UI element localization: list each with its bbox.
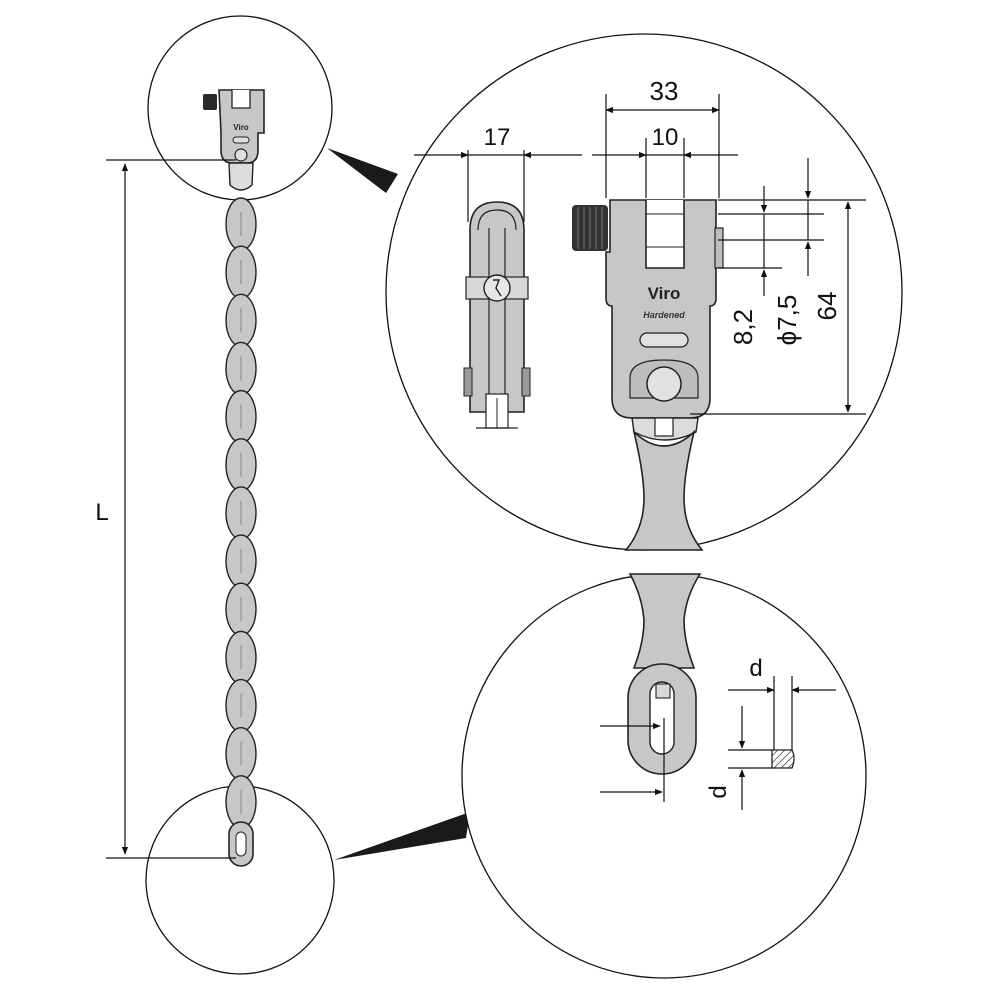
- length-label: L: [95, 499, 108, 526]
- full-chain-view: Viro L: [95, 15, 335, 975]
- connector-side-view: [463, 201, 531, 429]
- hardened-label: Hardened: [643, 310, 685, 320]
- small-end-link: [228, 821, 254, 867]
- bottom-leader-wedge: [334, 812, 470, 860]
- length-dimension: L: [95, 159, 236, 859]
- pin-spacing-label: 8,2: [728, 309, 758, 345]
- slot-10-dimension: 10: [592, 124, 738, 198]
- end-link-detail-view: d d: [461, 573, 867, 979]
- pin-diameter-label: ϕ7,5: [772, 295, 802, 346]
- wire-d-horizontal-label: d: [749, 655, 762, 682]
- height-label: 64: [812, 292, 842, 321]
- side-width-label: 17: [484, 124, 511, 151]
- small-brand-label: Viro: [233, 123, 249, 132]
- small-connector-head: Viro: [203, 89, 265, 191]
- connector-front-view: Viro Hardened: [572, 199, 724, 551]
- wire-cross-section: d d: [705, 655, 836, 810]
- slot-width-label: 10: [652, 124, 679, 151]
- connector-detail-view: 17 Viro Hardened: [385, 33, 903, 551]
- wire-d-vertical-label: d: [705, 785, 732, 798]
- width-33-dimension: 33: [605, 76, 720, 198]
- vertical-dimensions: 8,2 ϕ7,5 64: [690, 158, 866, 415]
- chain-links: [225, 197, 257, 829]
- width-17-dimension: 17: [414, 124, 582, 222]
- overall-width-label: 33: [650, 76, 679, 106]
- brand-label: Viro: [648, 284, 681, 303]
- top-leader-wedge: [327, 148, 398, 193]
